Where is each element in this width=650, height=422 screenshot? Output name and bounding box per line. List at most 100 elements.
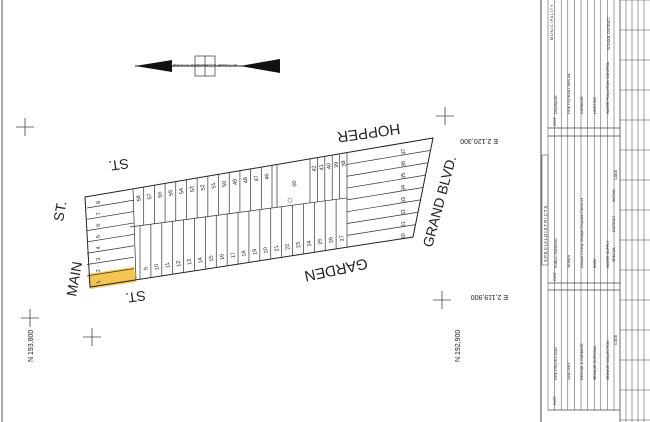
district-item: SEWAGE DISPOSAL — [593, 345, 597, 380]
lot-number: 33 — [401, 196, 408, 203]
district-item: GARBAGE — [580, 96, 584, 114]
lot-number: 7 — [96, 212, 102, 216]
lot-number: 41 — [319, 164, 326, 171]
lot-line — [346, 162, 429, 177]
lot-number: 50 — [221, 180, 228, 187]
lot-number: 35 — [401, 172, 408, 179]
district-item: FIRE PROTECTION — [554, 347, 558, 380]
lot-line — [346, 224, 416, 236]
lot-number: 22 — [285, 243, 292, 250]
lot-number: 30 — [401, 233, 408, 240]
lot-number: 55 — [168, 189, 175, 196]
street-main: MAIN — [63, 260, 85, 297]
lot-line — [86, 222, 135, 231]
lot-number: 21 — [274, 245, 281, 252]
lot-number: 48 — [243, 176, 250, 183]
lot-line — [86, 211, 135, 220]
footer-label: DISTRICT — [612, 215, 616, 232]
district-item: SEWER — [567, 254, 571, 268]
lot-number: 27 — [339, 235, 346, 242]
special-districts-panel: S P E C I A L D I S T R I C T S DIST DIST D… — [540, 0, 650, 422]
lot-number: 25 — [317, 238, 324, 245]
lot-number: 57 — [147, 193, 154, 200]
lot-number: 5 — [96, 234, 102, 238]
district-item: SEWAGE COLLECTION — [606, 340, 610, 380]
street-garden: GARDEN — [303, 254, 369, 284]
monument-circle — [287, 197, 293, 203]
street-garden-st: ST. — [125, 288, 147, 307]
lot-line — [86, 245, 135, 254]
lot-number: 53 — [189, 186, 196, 193]
lot-number: 49 — [232, 178, 239, 185]
lot-number: 34 — [401, 184, 408, 191]
lot-number: 54 — [179, 187, 186, 194]
lot-number: 47 — [253, 175, 260, 182]
highlighted-lot-1[interactable] — [88, 267, 136, 289]
lot-number: 23 — [296, 241, 303, 248]
lot-number: 38 — [341, 160, 348, 167]
lot-number: 26 — [328, 236, 335, 243]
lot-number: 9 — [143, 267, 149, 271]
block-outline — [84, 137, 434, 288]
lot-number: 40 — [326, 162, 333, 169]
lot-line — [86, 268, 135, 277]
lot-number: 2 — [96, 269, 102, 273]
lot-number: 20 — [263, 246, 270, 253]
district-item: PUBLIC PARKING — [554, 238, 558, 268]
lot-number: 4 — [96, 246, 102, 250]
north-arrow: NY PLANE COORDINATE SYSTEM — [135, 55, 280, 77]
lot-number: 32 — [401, 208, 408, 215]
panel-title: S P E C I A L D I S T R I C T S — [543, 206, 548, 262]
north-arrow-label: NY PLANE COORDINATE SYSTEM — [173, 63, 238, 68]
dist-label-b: DIST — [552, 271, 557, 281]
dist-label-c: DIST — [552, 116, 557, 126]
lot-number: 14 — [197, 257, 204, 264]
lot-number: 36 — [401, 160, 408, 167]
district-item: PARK — [593, 258, 597, 268]
lot-number: 11 — [165, 262, 172, 269]
lot-number: 16 — [219, 253, 226, 260]
lot-number: 1 — [96, 280, 102, 284]
street-hopper-st: ST. — [108, 156, 130, 175]
lot-number: 8 — [96, 200, 102, 204]
panel-title-box — [541, 154, 549, 266]
lot-number: 12 — [176, 260, 183, 267]
lot-number: 6 — [96, 223, 102, 227]
lot-number: 42 — [311, 165, 318, 172]
lot-number: 58 — [136, 195, 143, 202]
lot-number: 13 — [187, 258, 194, 265]
code-label: CODE — [614, 334, 618, 345]
lot-number: 19 — [252, 248, 259, 255]
lot-number: 10 — [154, 263, 161, 270]
coordinate-crosshairs — [16, 107, 454, 346]
lot-line — [86, 234, 135, 243]
lot-number: 51 — [211, 182, 218, 189]
coord-e-bottom: E 2,119,900 — [471, 293, 508, 300]
lot-number: 24 — [306, 240, 313, 247]
lot-number: 17 — [230, 252, 237, 259]
lot-number: 37 — [401, 148, 408, 155]
lot-number: 46 — [264, 173, 271, 180]
lot-number: 3 — [96, 257, 102, 261]
district-item: LIGHTING — [593, 97, 597, 114]
lot-number: 31 — [401, 221, 408, 228]
lot-line — [346, 150, 431, 165]
dist-label-a: DIST — [552, 395, 557, 405]
district-item: DRAINAGE — [554, 95, 558, 114]
footer-label: WITHIN — [612, 189, 616, 202]
district-item: WATER SUPPLY — [606, 240, 610, 268]
lot-number: 15 — [208, 255, 215, 262]
coord-e-top: E 2,120,300 — [460, 137, 498, 144]
district-item: Nassau County Sewage Disposal District #… — [580, 198, 584, 268]
block-midline — [129, 197, 348, 228]
lot-line — [346, 211, 419, 224]
lot-number: 52 — [200, 184, 207, 191]
district-item: REFUSE & GARBAGE — [580, 343, 584, 380]
lot-number: 18 — [241, 250, 248, 257]
district-item: FIRE HYDRANT RENTAL — [567, 73, 571, 114]
coord-n-right: N 192,900 — [455, 330, 462, 362]
district-item: SANITARY — [567, 362, 571, 380]
